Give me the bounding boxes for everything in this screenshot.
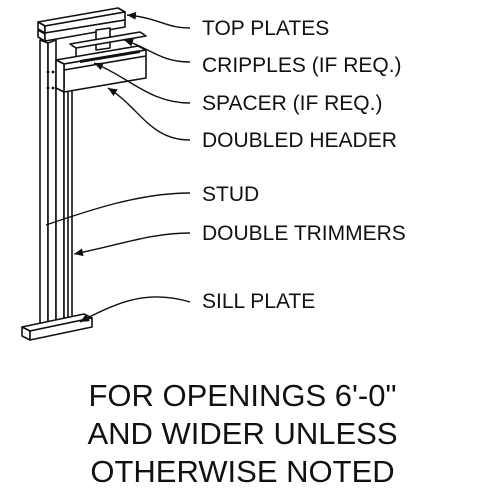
label-cripples: CRIPPLES (IF REQ.) — [202, 54, 402, 77]
leader-spacer — [93, 62, 191, 104]
label-sill-plate: SILL PLATE — [202, 290, 315, 313]
doubled-header — [46, 45, 147, 93]
leader-lines — [45, 11, 191, 323]
label-stud: STUD — [202, 183, 259, 206]
stud — [39, 39, 57, 331]
note-line-2: AND WIDER UNLESS — [87, 416, 398, 451]
framing-drawing — [21, 7, 147, 341]
sill-plate — [21, 313, 93, 341]
leader-cripples — [123, 38, 191, 63]
label-spacer: SPACER (IF REQ.) — [202, 92, 382, 115]
leader-doubled-header — [107, 87, 191, 141]
cripples — [69, 27, 147, 58]
label-top-plates: TOP PLATES — [202, 17, 329, 40]
double-trimmers — [55, 81, 73, 330]
leader-double-trimmers — [73, 232, 191, 257]
note-line-1: FOR OPENINGS 6'-0" — [88, 378, 397, 413]
leader-stud — [45, 192, 191, 226]
label-double-trimmers: DOUBLE TRIMMERS — [202, 222, 406, 245]
note-line-3: OTHERWISE NOTED — [90, 454, 395, 489]
label-doubled-header: DOUBLED HEADER — [202, 129, 397, 152]
leader-top-plates — [126, 11, 191, 29]
leader-sill-plate — [79, 296, 191, 323]
top-plates — [37, 7, 126, 42]
